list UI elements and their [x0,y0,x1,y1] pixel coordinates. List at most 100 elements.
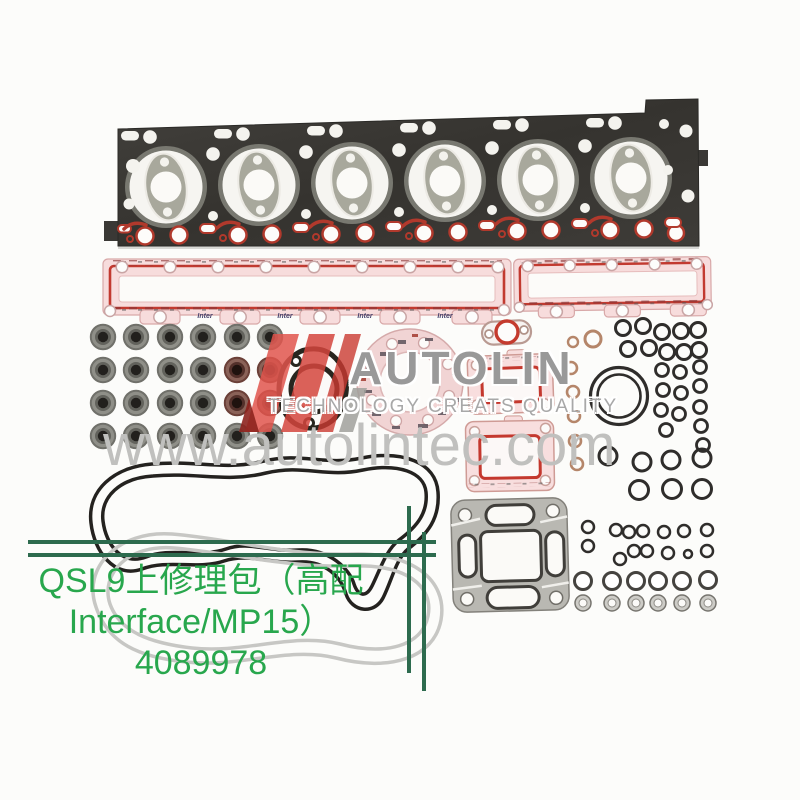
breather-gasket-oval [480,319,533,346]
valve-cover-gasket [88,453,440,611]
o-ring [639,543,655,559]
o-ring [682,548,694,560]
copper-washer [563,360,579,376]
product-label-part-number: 4089978 [134,644,268,682]
copper-washer [566,335,580,349]
grommet [672,571,692,591]
head-gasket-top-holes [121,116,695,221]
watermark-website: www.autolintec.com [103,413,616,478]
watermark-brand: AUTOLIN [349,342,574,394]
o-ring [675,343,693,361]
cylinder-bore [218,144,300,226]
o-ring [626,543,642,559]
valve-stem-seal [189,422,217,450]
intake-manifold-gasket-short [513,256,714,319]
product-label: QSL9上修理包（高配 Interface/MP15） 4089978 [28,561,374,684]
copper-washer [583,329,603,349]
copper-washer [569,456,585,472]
valve-stem-seal [223,389,251,417]
o-ring [692,359,708,375]
intake-manifold-gasket-long: Inter Inter Inter Inter [102,258,512,325]
o-ring [673,385,689,401]
o-ring [692,378,708,394]
gasket-print-mark: Inter [357,313,373,320]
valve-stem-seal [189,389,217,417]
grommet [573,571,593,591]
valve-stem-seal [122,356,150,384]
exhaust-flange-gasket [450,497,570,613]
o-ring [634,317,652,335]
product-label-line1: QSL9上修理包（高配 [38,562,364,600]
grommet [648,571,668,591]
valve-stem-seal [89,422,117,450]
valve-stem-seal [89,356,117,384]
o-ring [653,323,671,341]
valve-stem-seal [156,389,184,417]
valve-stem-seal [223,356,251,384]
valve-stem-seal [189,356,217,384]
valve-stem-seal [89,323,117,351]
o-ring [621,524,637,540]
o-ring [690,341,708,359]
valve-stem-seal [89,389,117,417]
head-gasket-left-tab [104,221,120,241]
valve-stem-seal [122,422,150,450]
o-ring [597,445,619,467]
o-ring [580,538,596,554]
o-ring [653,402,669,418]
o-ring [640,339,658,357]
o-ring [691,478,713,500]
valve-stem-seal [122,323,150,351]
o-ring [656,524,672,540]
green-marker-lines [28,506,436,691]
connection-gasket-2 [464,415,556,493]
o-ring-set [563,317,718,612]
o-ring [699,522,715,538]
head-gasket-right-tab [696,150,708,166]
o-ring [691,447,713,469]
grommet [626,571,646,591]
o-ring [619,340,637,358]
gasket-print-mark: Inter [277,313,293,320]
head-gasket-coolant-holes [117,215,686,246]
cylinder-bore [590,137,672,219]
grommet [602,571,622,591]
o-ring [658,422,674,438]
o-ring [654,362,670,378]
o-ring [695,437,711,453]
o-ring [614,319,632,337]
copper-washer [565,384,581,400]
watermark-slogan: TECHNOLOGY CREATS QUALITY [268,396,619,417]
connection-gasket-1 [466,349,555,415]
o-ring [608,522,624,538]
valve-stem-seal [223,323,251,351]
o-ring [672,364,688,380]
watermark-gasket-outline [91,532,444,666]
o-ring [660,449,682,471]
o-ring-large [596,373,642,419]
o-ring [699,543,715,559]
o-ring [631,451,653,473]
valve-stem-seal [156,323,184,351]
grommet [698,570,718,590]
cylinder-head-gasket [104,98,708,249]
valve-stem-seal [156,356,184,384]
o-ring [580,519,596,535]
valve-stem-seal [122,389,150,417]
valve-stem-seal [189,323,217,351]
o-ring [635,523,651,539]
cylinder-bore [311,142,393,224]
paper-gasket-round [356,328,464,436]
o-ring [676,523,692,539]
o-ring [693,418,709,434]
cylinder-bore [404,140,486,222]
o-ring [658,343,676,361]
o-ring [692,399,708,415]
o-ring [660,545,676,561]
o-ring [672,322,690,340]
cylinder-bore [497,139,579,221]
product-label-line2: Interface/MP15） [68,603,334,641]
o-ring [628,479,650,501]
